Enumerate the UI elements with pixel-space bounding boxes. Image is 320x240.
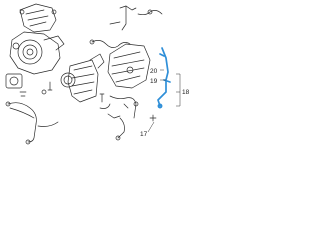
bolt-17 xyxy=(149,114,157,122)
callout-20: 20 xyxy=(150,68,158,75)
exploded-parts-diagram: 20 19 18 17 xyxy=(5,3,190,145)
callout-17: 17 xyxy=(140,131,148,138)
leader-lines xyxy=(147,69,181,133)
bolts-left xyxy=(19,81,53,97)
clamp-ring xyxy=(60,72,76,88)
turbocharger xyxy=(9,31,65,75)
fittings-middle xyxy=(99,93,121,119)
oil-return-line xyxy=(109,95,139,141)
gasket-flange xyxy=(5,73,23,89)
coolant-line-highlighted xyxy=(157,47,171,109)
vacuum-hose xyxy=(89,39,131,48)
coolant-pipe-upper xyxy=(109,5,163,31)
catalytic-converter xyxy=(67,53,105,103)
callout-19: 19 xyxy=(150,78,158,85)
heat-shield-right xyxy=(107,43,151,89)
callout-18: 18 xyxy=(182,89,190,96)
oil-line-lower-left xyxy=(5,101,59,145)
heat-shield-upper xyxy=(19,3,57,33)
